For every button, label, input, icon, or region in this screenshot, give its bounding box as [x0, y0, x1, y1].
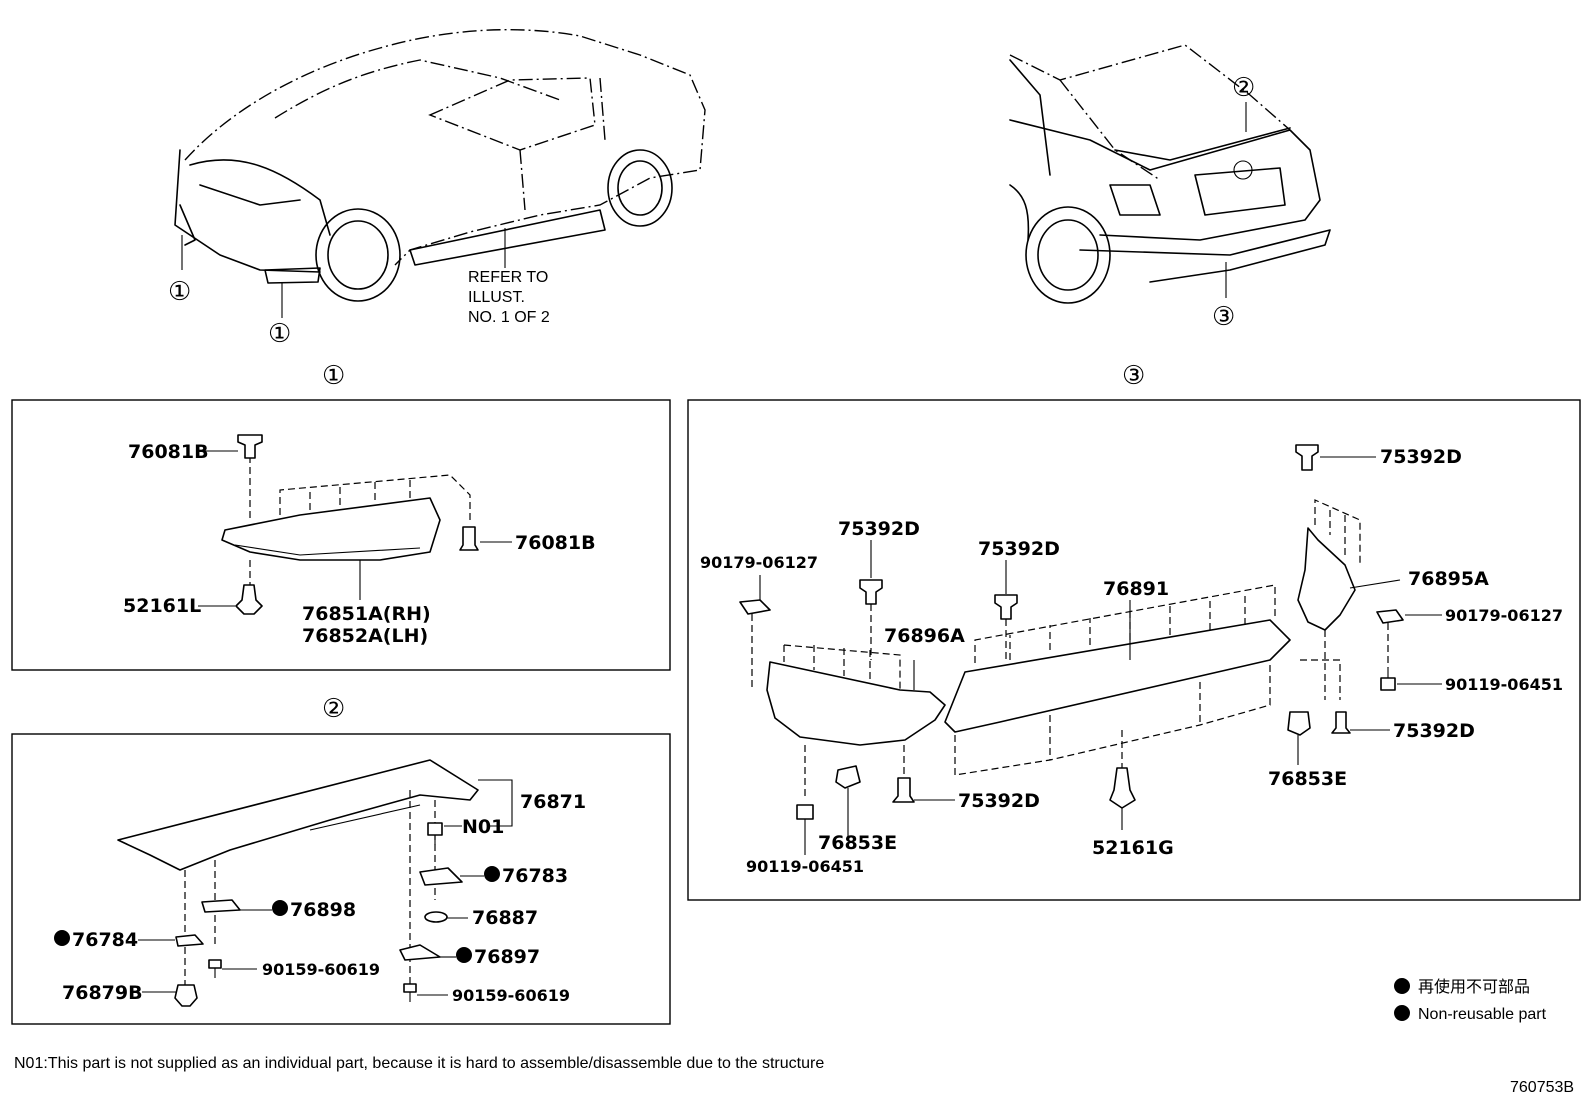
nonreusable-mark-76898	[272, 900, 288, 916]
clip-75392D-bottom	[892, 745, 915, 803]
callout-1-front-a: ①	[168, 277, 191, 307]
refer-note-line3: NO. 1 OF 2	[468, 309, 550, 326]
label-90159-a: 90159-60619	[262, 960, 380, 979]
label-90179-left: 90179-06127	[700, 553, 818, 572]
panel2-frame	[11, 733, 671, 1025]
nut-90179-left	[739, 599, 771, 690]
clip-76081B-top	[237, 434, 263, 459]
label-76896A: 76896A	[884, 625, 965, 647]
label-76853E-left: 76853E	[818, 832, 897, 854]
clip-52161G	[1109, 730, 1136, 830]
label-76783: 76783	[502, 865, 568, 887]
label-90119-right: 90119-06451	[1445, 675, 1563, 694]
cushion-76897	[399, 944, 441, 961]
front-spoiler-part	[221, 445, 471, 590]
nut-N01	[427, 822, 443, 845]
cushion-76898	[201, 899, 241, 913]
callout-3-rear: ③	[1212, 302, 1235, 332]
panel3-callout: ③	[1122, 361, 1145, 391]
label-75392D-top: 75392D	[1380, 446, 1462, 468]
label-76081B-top: 76081B	[128, 441, 209, 463]
rear-side-piece-76895A	[1297, 499, 1361, 700]
label-76887: 76887	[472, 907, 538, 929]
legend-en: Non-reusable part	[1418, 1006, 1547, 1023]
clip-76879B	[174, 984, 198, 1007]
clip-75392D-a	[859, 579, 883, 660]
callout-2-rear: ②	[1232, 73, 1255, 103]
clip-75392D-right	[1331, 711, 1351, 734]
cushion-76784	[175, 934, 204, 947]
clip-76081B-right	[459, 526, 479, 551]
label-75392D-bottom: 75392D	[958, 790, 1040, 812]
rear-center-piece-76891	[944, 584, 1291, 776]
clip-75392D-top	[1295, 444, 1319, 471]
label-76879B: 76879B	[62, 982, 143, 1004]
bracket-76853E-left	[835, 765, 861, 840]
nonreusable-mark-76784	[54, 930, 70, 946]
label-N01: N01	[462, 816, 504, 838]
rear-side-piece-76896A	[766, 644, 946, 746]
bolt-90159-a	[208, 959, 222, 978]
label-76891: 76891	[1103, 578, 1169, 600]
rear-car-illustration	[1009, 44, 1331, 304]
panel1-frame	[11, 399, 671, 671]
clip-52161L	[235, 584, 263, 615]
front-car-illustration	[174, 29, 706, 318]
label-76852A-lh: 76852A(LH)	[302, 625, 428, 647]
legend-jp: 再使用不可部品	[1418, 978, 1530, 996]
panel1-callout: ①	[322, 361, 345, 391]
footnote-n01: N01:This part is not supplied as an indi…	[14, 1055, 824, 1072]
label-90119-left: 90119-06451	[746, 857, 864, 876]
washer-76887	[424, 911, 448, 923]
label-76895A: 76895A	[1408, 568, 1489, 590]
callout-1-front-b: ①	[268, 319, 291, 349]
label-76898: 76898	[290, 899, 356, 921]
label-76853E-right: 76853E	[1268, 768, 1347, 790]
nonreusable-mark-76783	[484, 866, 500, 882]
panel3-frame	[687, 399, 1581, 901]
bolt-90119-left	[796, 745, 814, 855]
label-75392D-b: 75392D	[978, 538, 1060, 560]
legend-dot-en	[1394, 1005, 1410, 1021]
refer-note-line1: REFER TO	[468, 269, 548, 286]
label-52161L: 52161L	[123, 595, 201, 617]
label-90179-right: 90179-06127	[1445, 606, 1563, 625]
label-90159-b: 90159-60619	[452, 986, 570, 1005]
bracket-76853E-right	[1287, 711, 1311, 736]
legend-dot-jp	[1394, 978, 1410, 994]
nonreusable-mark-76897	[456, 947, 472, 963]
figure-id: 760753B	[1510, 1079, 1574, 1096]
panel2-callout: ②	[322, 694, 345, 724]
label-76081B-right: 76081B	[515, 532, 596, 554]
label-75392D-a: 75392D	[838, 518, 920, 540]
label-76897: 76897	[474, 946, 540, 968]
cushion-76783	[419, 867, 463, 886]
refer-note-line2: ILLUST.	[468, 289, 525, 306]
label-76784: 76784	[72, 929, 138, 951]
bolt-90119-right	[1380, 668, 1396, 691]
rear-spoiler-part	[117, 759, 479, 995]
label-75392D-right: 75392D	[1393, 720, 1475, 742]
label-76871: 76871	[520, 791, 586, 813]
label-52161G: 52161G	[1092, 837, 1174, 859]
label-76851A-rh: 76851A(RH)	[302, 603, 431, 625]
clip-75392D-b	[994, 594, 1018, 663]
bolt-90159-b	[403, 983, 417, 1002]
nut-90179-right	[1376, 609, 1404, 668]
